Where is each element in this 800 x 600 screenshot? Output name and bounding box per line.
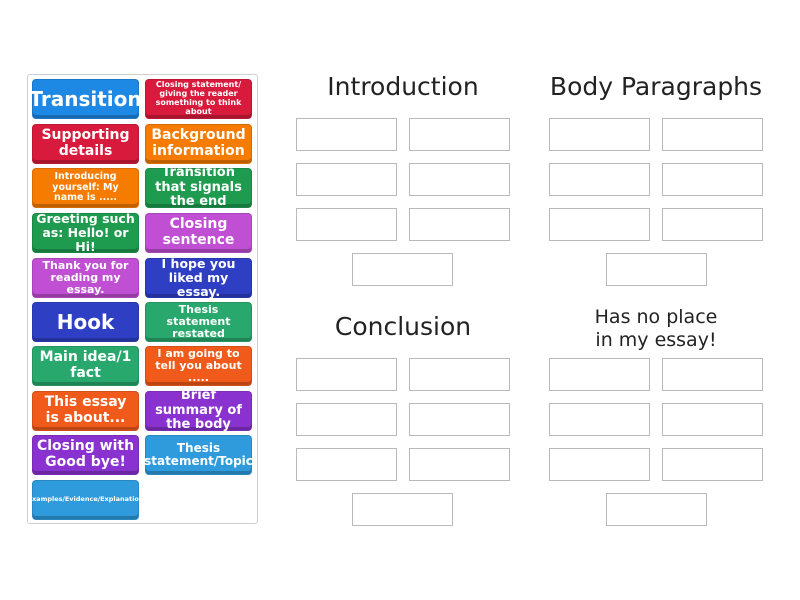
tile-closing-statement[interactable]: Closing statement/ giving the reader som… [145,79,252,119]
tile-brief-summary[interactable]: Brief summary of the body [145,388,252,432]
drop-slot-introduction-6[interactable] [409,208,510,241]
drop-slot-body-1[interactable] [549,118,650,151]
tile-hope-you-liked[interactable]: I hope you liked my essay. [145,257,252,299]
tile-background-information[interactable]: Background information [145,124,252,164]
drop-slot-conclusion-6[interactable] [409,448,510,481]
tile-closing-sentence[interactable]: Closing sentence [145,213,252,253]
tile-essay-is-about[interactable]: This essay is about... [32,391,139,431]
drop-slot-conclusion-3[interactable] [296,403,397,436]
drop-slot-introduction-2[interactable] [409,118,510,151]
tile-closing-good-bye[interactable]: Closing with Good bye! [32,435,139,475]
tile-greeting[interactable]: Greeting such as: Hello! or Hi! [32,212,139,254]
drop-slot-conclusion-5[interactable] [296,448,397,481]
group-title-conclusion: Conclusion [334,312,472,341]
group-title-no-place-line2: in my essay! [595,329,717,351]
drop-slot-body-2[interactable] [662,118,763,151]
drop-slot-body-7[interactable] [606,253,707,286]
drop-slot-introduction-4[interactable] [409,163,510,196]
tile-supporting-details[interactable]: Supporting details [32,124,139,164]
drop-slot-introduction-3[interactable] [296,163,397,196]
tile-thesis-restated[interactable]: Thesis statement restated [145,302,252,342]
group-title-introduction: Introduction [327,72,479,101]
drop-slot-body-3[interactable] [549,163,650,196]
drop-slot-conclusion-1[interactable] [296,358,397,391]
group-title-no-place: Has no place in my essay! [549,306,763,352]
tile-thesis-topic[interactable]: Thesis statement/Topic [144,435,253,475]
drop-slot-introduction-1[interactable] [296,118,397,151]
tile-hook[interactable]: Hook [32,302,139,342]
drop-slot-body-5[interactable] [549,208,650,241]
drop-slot-no-place-5[interactable] [549,448,650,481]
tile-examples-evidence[interactable]: Examples/Evidence/Explanation [28,480,143,520]
drop-slot-no-place-1[interactable] [549,358,650,391]
drop-slot-body-6[interactable] [662,208,763,241]
tile-main-idea[interactable]: Main idea/1 fact [32,346,139,386]
tile-going-to-tell[interactable]: I am going to tell you about ..... [145,346,252,386]
drop-slot-conclusion-4[interactable] [409,403,510,436]
drop-slot-no-place-4[interactable] [662,403,763,436]
drop-slot-introduction-7[interactable] [352,253,453,286]
drop-slot-no-place-6[interactable] [662,448,763,481]
group-title-body-paragraphs: Body Paragraphs [549,72,763,101]
drop-slot-no-place-7[interactable] [606,493,707,526]
drop-slot-no-place-2[interactable] [662,358,763,391]
drop-slot-introduction-5[interactable] [296,208,397,241]
drop-slot-no-place-3[interactable] [549,403,650,436]
tile-transition-signals-end[interactable]: Transition that signals the end [145,165,252,209]
tile-introducing-yourself[interactable]: Introducing yourself: My name is ..... [32,168,139,208]
drop-slot-conclusion-7[interactable] [352,493,453,526]
tile-transition[interactable]: Transition [29,79,142,119]
group-title-no-place-line1: Has no place [594,306,718,328]
drop-slot-body-4[interactable] [662,163,763,196]
tile-thank-you[interactable]: Thank you for reading my essay. [32,258,139,298]
drop-slot-conclusion-2[interactable] [409,358,510,391]
